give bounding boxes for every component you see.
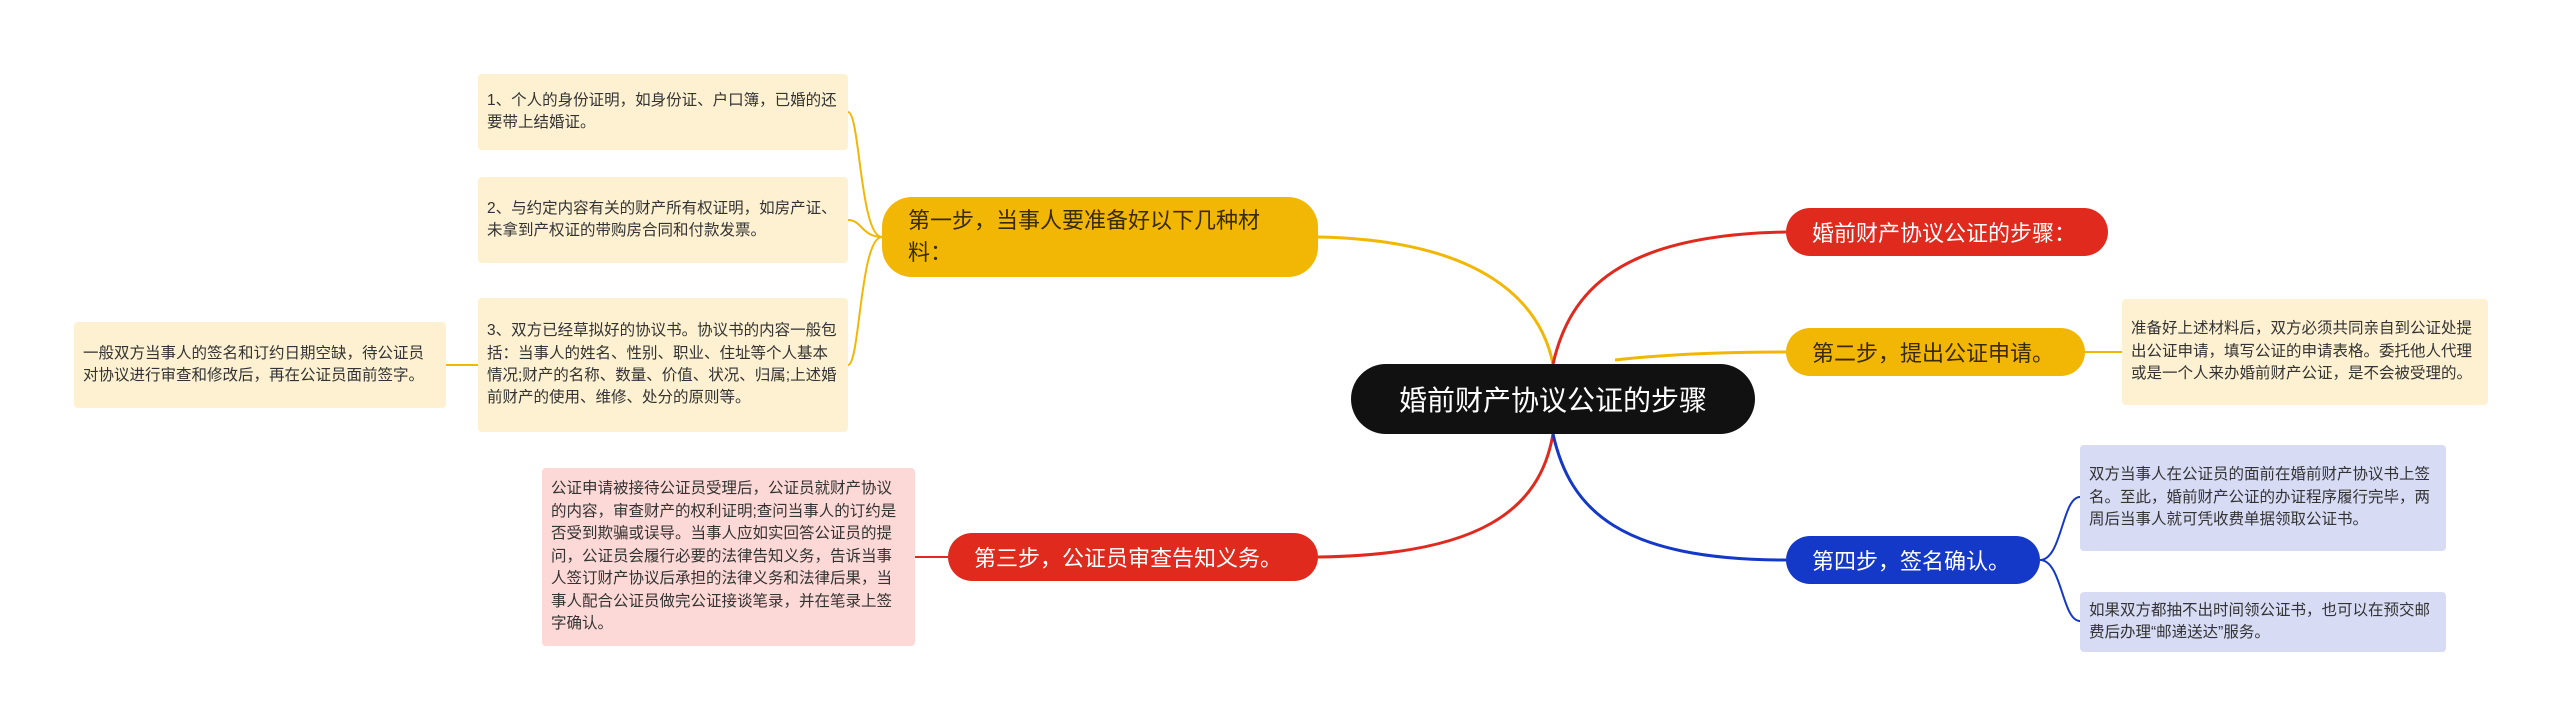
leaf-text: 准备好上述材料后，双方必须共同亲自到公证处提出公证申请，填写公证的申请表格。委托… [2131, 320, 2473, 383]
leaf-text: 公证申请被接待公证员受理后，公证员就财产协议的内容，审查财产的权利证明;查问当事… [551, 480, 897, 633]
link-step1-leaf3 [847, 236, 883, 366]
branch-step2[interactable]: 第二步，提出公证申请。 [1786, 328, 2085, 376]
link-root-step3 [1317, 433, 1555, 559]
leaf-text: 一般双方当事人的签名和订约日期空缺，待公证员对协议进行审查和修改后，再在公证员面… [83, 344, 425, 384]
leaf-text: 双方当事人在公证员的面前在婚前财产协议书上签名。至此，婚前财产公证的办证程序履行… [2089, 466, 2431, 529]
root-topic[interactable]: 婚前财产协议公证的步骤 [1351, 364, 1755, 434]
leaf-text: 2、与约定内容有关的财产所有权证明，如房产证、未拿到产权证的带购房合同和付款发票… [487, 199, 837, 239]
link-root-step1 [1317, 235, 1555, 365]
leaf-step3-review[interactable]: 公证申请被接待公证员受理后，公证员就财产协议的内容，审查财产的权利证明;查问当事… [542, 468, 915, 646]
leaf-text: 1、个人的身份证明，如身份证、户口簿，已婚的还要带上结婚证。 [487, 91, 837, 131]
branch-step2-label: 第二步，提出公证申请。 [1812, 341, 2055, 366]
leaf-step1-property-proof[interactable]: 2、与约定内容有关的财产所有权证明，如房产证、未拿到产权证的带购房合同和付款发票… [478, 177, 848, 263]
link-root-step4 [1551, 433, 1787, 562]
branch-step3-label: 第三步，公证员审查告知义务。 [974, 546, 1283, 571]
link-step4-leaf1 [2039, 496, 2081, 561]
branch-step4[interactable]: 第四步，签名确认。 [1786, 536, 2040, 584]
link-root-header [1551, 230, 1787, 365]
branch-step1-label: 第一步，当事人要准备好以下几种材料： [908, 208, 1261, 265]
branch-steps-header[interactable]: 婚前财产协议公证的步骤： [1786, 208, 2108, 256]
branch-step3[interactable]: 第三步，公证员审查告知义务。 [948, 533, 1318, 581]
leaf-text: 3、双方已经草拟好的协议书。协议书的内容一般包括：当事人的姓名、性别、职业、住址… [487, 322, 837, 407]
link-step1-leaf1 [847, 111, 883, 238]
link-step4-leaf2 [2039, 559, 2081, 622]
leaf-step4-mail-delivery[interactable]: 如果双方都抽不出时间领公证书，也可以在预交邮费后办理“邮递送达”服务。 [2080, 592, 2446, 652]
leaf-step1-draft-agreement[interactable]: 3、双方已经草拟好的协议书。协议书的内容一般包括：当事人的姓名、性别、职业、住址… [478, 298, 848, 432]
leaf-step1-signature-note[interactable]: 一般双方当事人的签名和订约日期空缺，待公证员对协议进行审查和修改后，再在公证员面… [74, 322, 446, 408]
branch-step1[interactable]: 第一步，当事人要准备好以下几种材料： [882, 197, 1318, 277]
branch-steps-header-label: 婚前财产协议公证的步骤： [1812, 221, 2077, 246]
leaf-step1-identity[interactable]: 1、个人的身份证明，如身份证、户口簿，已婚的还要带上结婚证。 [478, 74, 848, 150]
leaf-text: 如果双方都抽不出时间领公证书，也可以在预交邮费后办理“邮递送达”服务。 [2089, 601, 2431, 641]
leaf-step2-application[interactable]: 准备好上述材料后，双方必须共同亲自到公证处提出公证申请，填写公证的申请表格。委托… [2122, 299, 2488, 405]
link-root-step2 [1614, 350, 1787, 362]
link-step1-leaf2 [847, 219, 883, 238]
leaf-step4-sign[interactable]: 双方当事人在公证员的面前在婚前财产协议书上签名。至此，婚前财产公证的办证程序履行… [2080, 445, 2446, 551]
root-topic-label: 婚前财产协议公证的步骤 [1398, 385, 1707, 416]
branch-step4-label: 第四步，签名确认。 [1812, 549, 2011, 574]
